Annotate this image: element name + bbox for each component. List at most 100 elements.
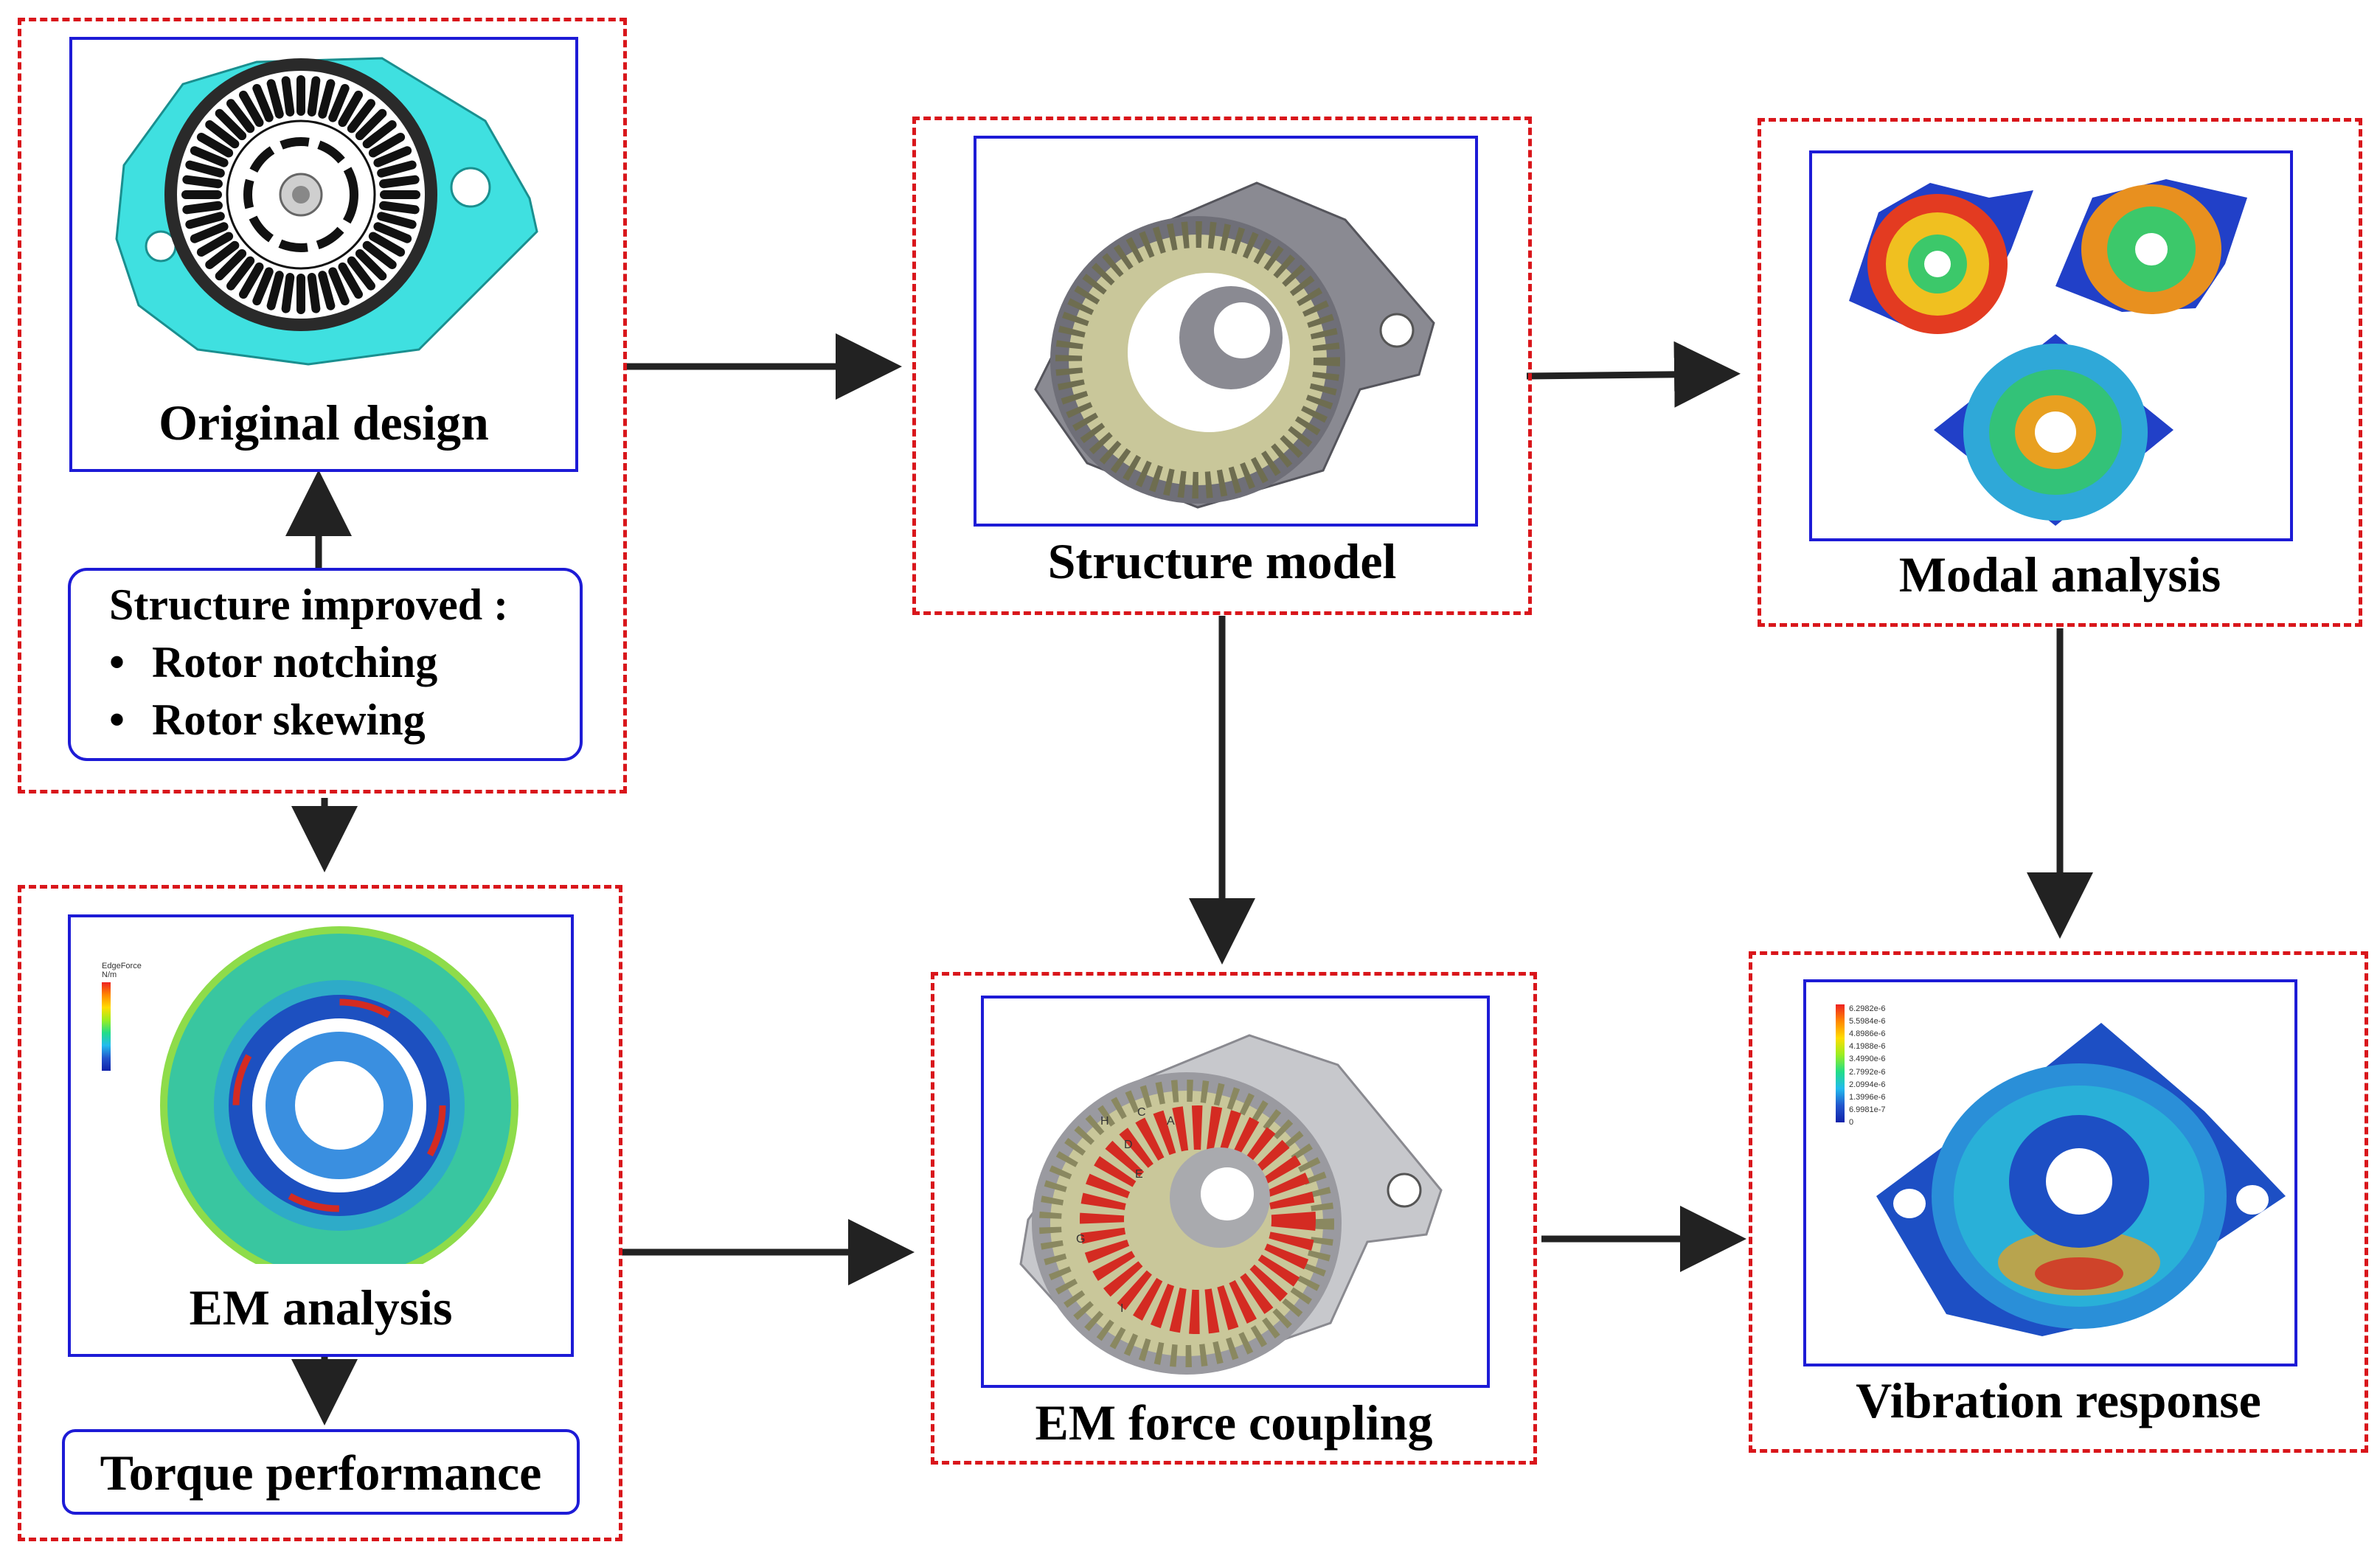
structure-model-group <box>912 117 1532 615</box>
stator-slot <box>355 249 387 281</box>
stator-slot <box>373 146 412 167</box>
stator-slot <box>362 120 397 149</box>
stator-slot <box>226 256 255 291</box>
mode-shape-images <box>1849 179 2247 526</box>
stator-slot <box>379 175 420 189</box>
stator-slot <box>368 133 406 158</box>
improvement-rotor-skewing: Rotor skewing <box>152 695 426 744</box>
stator-slot <box>347 99 375 133</box>
stator-slot <box>377 212 417 229</box>
modal-analysis-title: Modal analysis <box>1898 546 2221 602</box>
vibration-legend-value: 3.4990e-6 <box>1849 1055 1886 1064</box>
vibration-legend: 6.2982e-6 5.5984e-6 4.8986e-6 4.1988e-6 … <box>1836 1004 1886 1127</box>
stator-slot <box>307 273 321 313</box>
stator-slot <box>281 273 295 313</box>
vibration-response-title: Vibration response <box>1856 1372 2261 1428</box>
stator-slot <box>318 271 336 310</box>
stator-slot <box>380 190 420 199</box>
stator-slot <box>338 90 363 128</box>
stator-slot <box>205 240 240 269</box>
vibration-contour-image <box>1876 1023 2286 1336</box>
vibration-response-panel: 6.2982e-6 5.5984e-6 4.8986e-6 4.1988e-6 … <box>1803 979 2297 1366</box>
vibration-legend-value: 6.2982e-6 <box>1849 1004 1886 1013</box>
modal-analysis-panel <box>1809 150 2293 541</box>
stator-slot <box>185 212 225 229</box>
stator-slot <box>296 75 305 116</box>
vibration-legend-value: 4.8986e-6 <box>1849 1029 1886 1039</box>
coupling-label-h: H <box>1100 1115 1109 1128</box>
vibration-response-group <box>1749 951 2368 1453</box>
stator-slot <box>328 267 350 306</box>
em-force-coupling-title: EM force coupling <box>1035 1395 1433 1451</box>
stator-slot <box>266 271 284 310</box>
stator-slot <box>307 76 321 117</box>
em-analysis-group <box>18 885 622 1541</box>
structure-model-title: Structure model <box>1047 533 1397 589</box>
vibration-colorbar <box>1836 1004 1845 1122</box>
modal-analysis-group <box>1758 118 2362 627</box>
vibration-legend-value: 2.0994e-6 <box>1849 1080 1886 1089</box>
improvement-rotor-notching: Rotor notching <box>152 638 438 687</box>
stator-slot <box>239 90 264 128</box>
torque-performance-box: Torque performance <box>62 1429 580 1515</box>
torque-performance-title: Torque performance <box>100 1445 542 1501</box>
coupling-label-a: A <box>1167 1115 1175 1128</box>
bullet-dot-icon: • <box>109 695 125 744</box>
structure-model-panel <box>974 136 1478 527</box>
stator-slot <box>196 232 234 257</box>
vibration-legend-value: 1.3996e-6 <box>1849 1092 1886 1102</box>
coupling-model-image <box>1019 1034 1443 1375</box>
stator-slot <box>296 274 305 314</box>
structure-improved-title: Structure improved : <box>109 580 509 629</box>
em-analysis-title: EM analysis <box>189 1279 453 1336</box>
stator-slot <box>239 262 264 299</box>
coupling-label-g: G <box>1076 1233 1086 1246</box>
em-analysis-panel: EdgeForce N/m EM analysis <box>68 914 574 1357</box>
vibration-legend-value: 6.9981e-7 <box>1849 1105 1886 1114</box>
stator-slot <box>226 99 255 133</box>
edgeforce-colorbar <box>102 982 111 1071</box>
structure-mesh-image <box>1034 181 1435 509</box>
edgeforce-legend: EdgeForce N/m <box>102 962 142 1071</box>
stator-slot <box>252 83 274 122</box>
stator-slot <box>266 79 284 119</box>
vibration-legend-value: 0 <box>1849 1117 1854 1127</box>
stator-slot <box>181 190 222 199</box>
vibration-legend-value: 5.5984e-6 <box>1849 1017 1886 1027</box>
stator-slot <box>318 79 336 119</box>
edgeforce-legend-unit: N/m <box>102 970 117 979</box>
stator-slot <box>196 133 234 158</box>
stator-slot <box>368 232 406 257</box>
stator-slot <box>182 201 223 215</box>
em-force-coupling-group <box>931 972 1537 1465</box>
stator-slot <box>362 240 397 269</box>
stator-slot <box>252 267 274 306</box>
stator-slot <box>215 249 247 281</box>
stator-slot <box>190 222 229 243</box>
stator-slot <box>373 222 412 243</box>
stator-slot <box>205 120 240 149</box>
stator-slot <box>281 76 295 117</box>
stator-slot <box>185 160 225 178</box>
coupling-label-i: I <box>1120 1302 1124 1315</box>
em-field-plot <box>160 926 518 1264</box>
stator-slot <box>377 160 417 178</box>
bullet-dot-icon: • <box>109 638 125 687</box>
stator-slot <box>347 256 375 291</box>
stator-slot <box>355 108 387 141</box>
stator-slot <box>328 83 350 122</box>
stator-slot <box>215 108 247 141</box>
stator-slot <box>338 262 363 299</box>
motor-cad-image <box>115 57 538 366</box>
coupling-label-d: D <box>1124 1139 1133 1151</box>
edgeforce-legend-title: EdgeForce <box>102 962 142 970</box>
original-design-title: Original design <box>159 395 489 451</box>
coupling-label-c: C <box>1137 1106 1146 1119</box>
stator-slot <box>190 146 229 167</box>
original-design-panel: Original design <box>69 37 578 472</box>
coupling-label-e: E <box>1135 1168 1143 1181</box>
structure-improved-box: Structure improved : • Rotor notching • … <box>68 568 583 761</box>
vibration-legend-value: 2.7992e-6 <box>1849 1067 1886 1077</box>
stator-slot <box>379 201 420 215</box>
